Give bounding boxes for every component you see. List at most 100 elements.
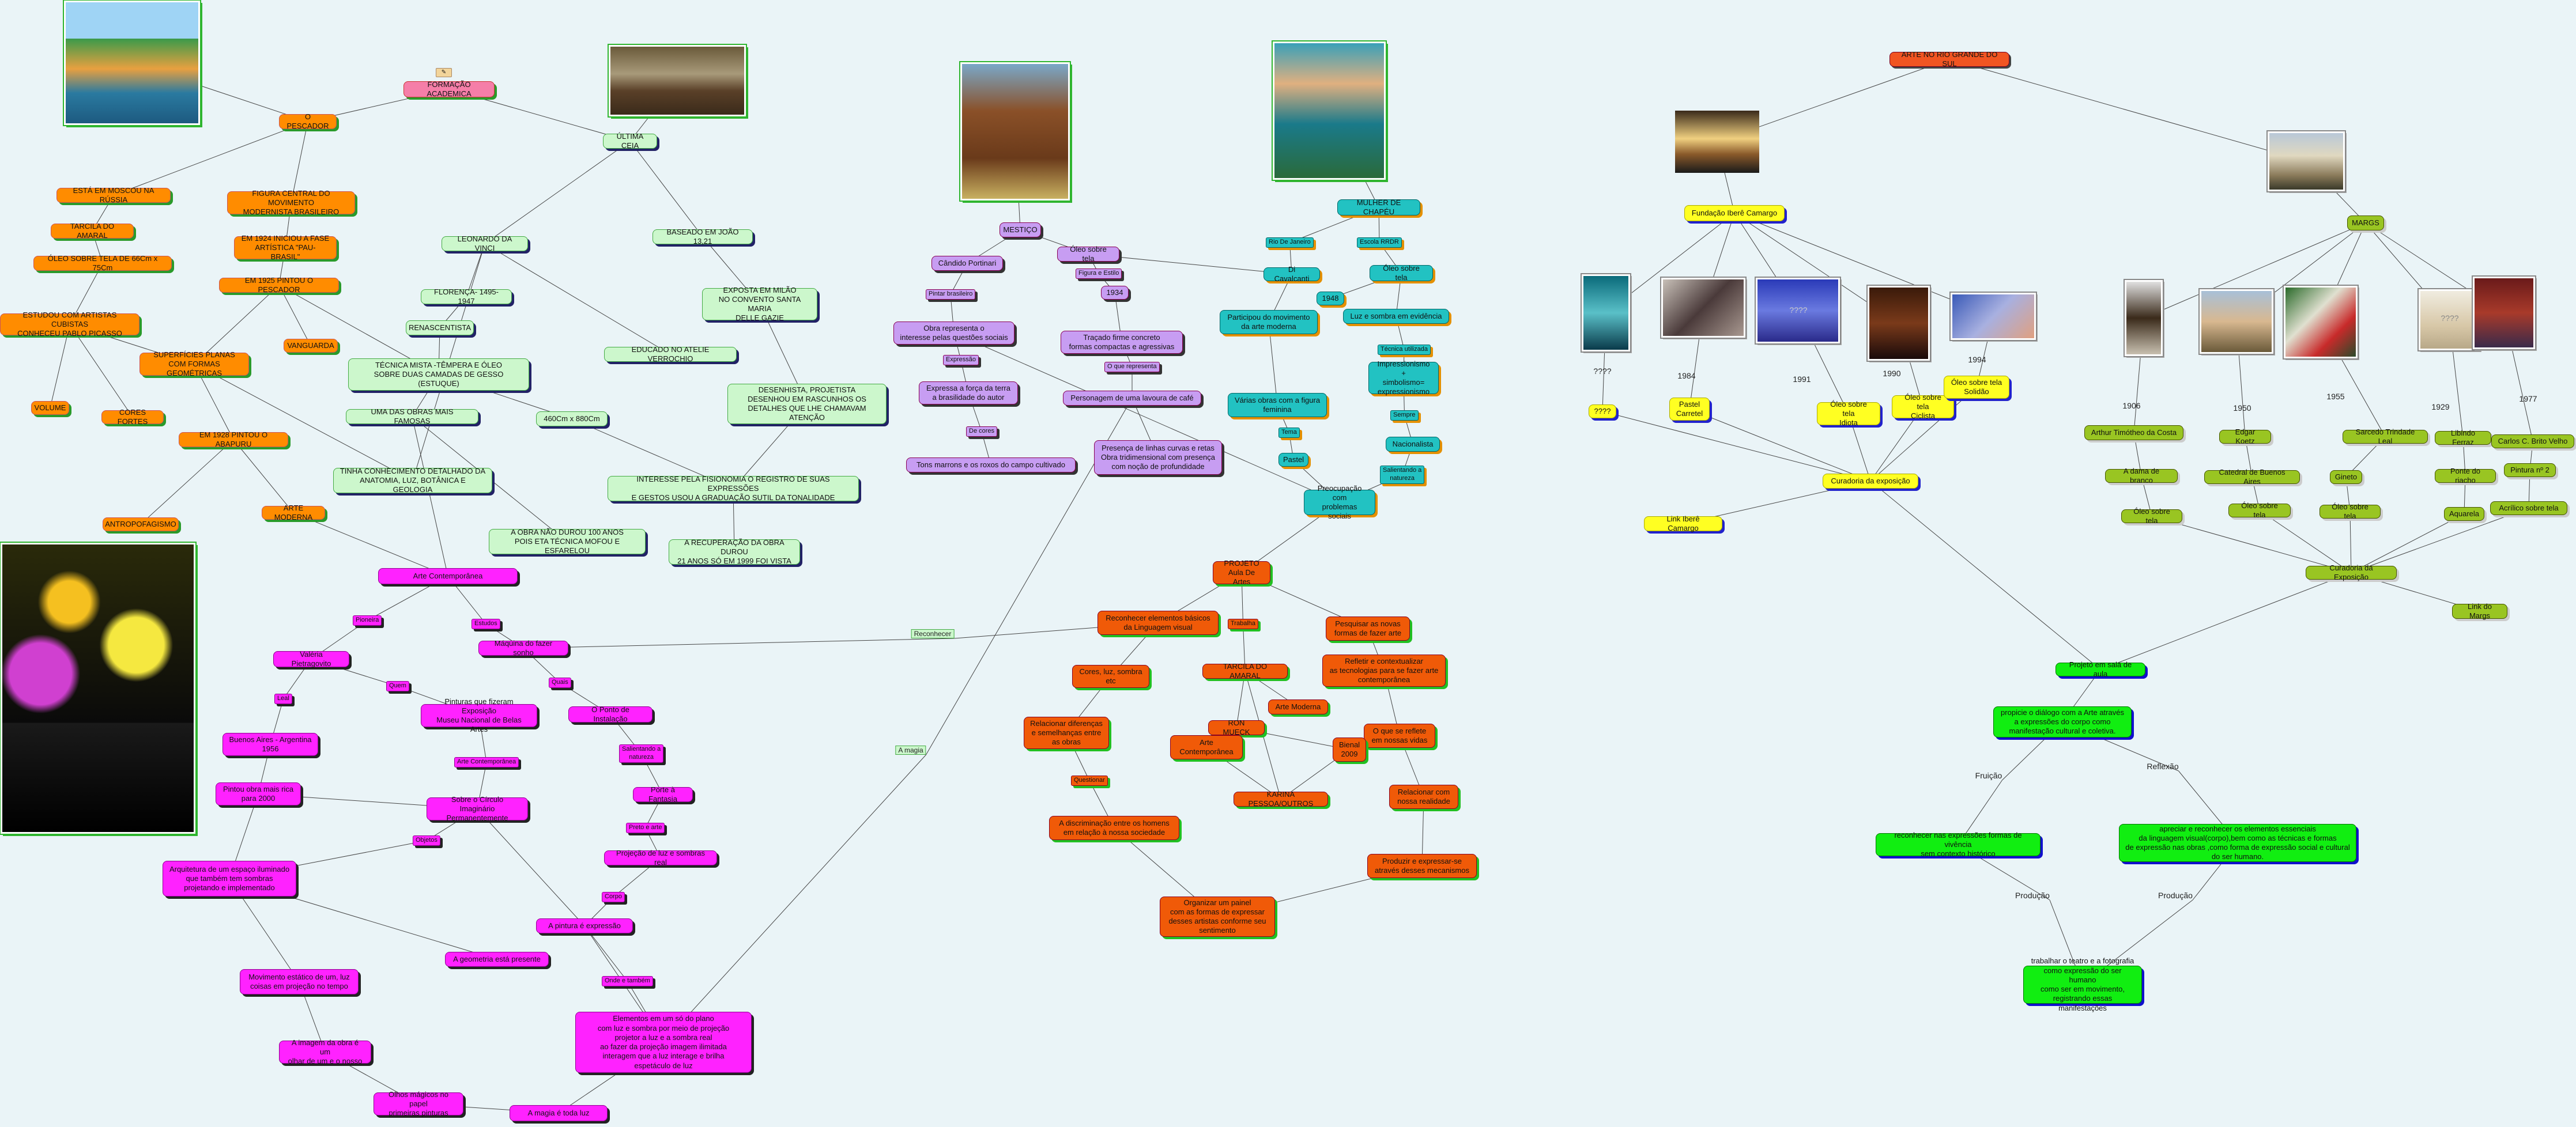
node-em-1928[interactable]: EM 1928 PINTOU O ABAPURU — [179, 430, 288, 448]
node-tarcila-do-amaral[interactable]: TARCILA DO AMARAL — [51, 222, 134, 240]
node-maquina-sonho[interactable]: Máquina do fazer sonho — [478, 639, 568, 657]
node-exposta[interactable]: EXPOSTA EM MILÃO NO CONVENTO SANTA MARIA… — [702, 286, 817, 322]
node-figura-central[interactable]: FIGURA CENTRAL DO MOVIMENTO MODERNISTA B… — [227, 189, 355, 216]
node-tarcila2[interactable]: TARCILA DO AMARAL — [1202, 662, 1288, 680]
node-pinturas-museu[interactable]: Pinturas que fizeram Exposição Museu Nac… — [421, 697, 537, 733]
painting-mestico-thumbnail[interactable] — [959, 61, 1071, 202]
node-reconhecer[interactable]: Reconhecer elementos básicos da Linguage… — [1097, 611, 1219, 635]
node-nacionalista[interactable]: Nacionalista — [1386, 437, 1440, 452]
node-oleo-tela-66[interactable]: ÓLEO SOBRE TELA DE 66Cm x 75Cm — [33, 254, 172, 272]
node-arte-moderna2[interactable]: Arte Moderna — [1268, 699, 1328, 714]
node-oleo-tela-di[interactable]: Óleo sobre tela — [1370, 264, 1433, 282]
photo-margs-thumbnail[interactable] — [2266, 130, 2346, 192]
node-organizar[interactable]: Organizar um painel com as formas de exp… — [1160, 897, 1275, 937]
node-geometria[interactable]: A geometria está presente — [445, 952, 549, 967]
node-projeto[interactable]: PROJETO Aula De Artes — [1213, 559, 1270, 586]
node-bienal[interactable]: Bienal 2009 — [1333, 738, 1366, 762]
node-mestico[interactable]: MESTIÇO — [1000, 222, 1041, 237]
node-cores-luz[interactable]: Cores, luz, sombra etc — [1072, 665, 1149, 688]
painting-ibere-1-thumbnail[interactable] — [1581, 273, 1631, 353]
node-fundacao[interactable]: Fundação Iberê Camargo — [1684, 205, 1785, 221]
painting-catedral-thumbnail[interactable] — [2198, 288, 2275, 355]
node-educado[interactable]: EDUCADO NO ATELIE VERROCHIO — [604, 345, 737, 363]
node-projeto-sala[interactable]: Projeto em sala de aula — [2055, 660, 2145, 678]
node-tracado[interactable]: Traçado firme concreto formas compactas … — [1061, 331, 1183, 354]
node-libindo[interactable]: Libindo Ferraz — [2435, 429, 2491, 447]
node-pesquisar[interactable]: Pesquisar as novas formas de fazer arte — [1326, 617, 1410, 641]
painting-o-pescador-thumbnail[interactable] — [63, 0, 201, 126]
node-imagem-obra[interactable]: A imagem da obra é um olhar de um e o no… — [279, 1038, 371, 1065]
node-varias-obras[interactable]: Várias obras com a figura feminina — [1228, 393, 1327, 417]
node-tinha-conhecimento[interactable]: TINHA CONHECIMENTO DETALHADO DA ANATOMIA… — [333, 467, 492, 494]
node-ultima-ceia[interactable]: ÚLTIMA CEIA — [603, 132, 657, 150]
node-arthur[interactable]: Arthur Timótheo da Costa — [2084, 425, 2183, 440]
node-o-que-se-reflete[interactable]: O que se reflete em nossas vidas — [1364, 724, 1435, 748]
node-obra-100[interactable]: A OBRA NÃO DUROU 100 ANOS POIS ETA TÉCNI… — [489, 528, 646, 555]
node-volume[interactable]: VOLUME — [31, 401, 69, 415]
node-oleo-tela-mest[interactable]: Óleo sobre tela — [1057, 245, 1119, 263]
node-oleo-ciclista[interactable]: Óleo sobre tela Ciclista — [1892, 393, 1954, 420]
node-esta-moscou[interactable]: ESTÁ EM MOSCOU NA RÚSSIA — [56, 186, 171, 204]
node-ponte[interactable]: Ponte do riacho — [2435, 467, 2496, 485]
node-antropofagismo[interactable]: ANTROPOFAGISMO — [103, 517, 179, 531]
node-movimento[interactable]: Movimento estático de um, luz coisas em … — [240, 969, 359, 994]
node-florenca[interactable]: FLORENÇA- 1495-1947 — [421, 288, 512, 305]
node-dim-460[interactable]: 460Cm x 880Cm — [536, 411, 608, 426]
node-oleo-sarcedo[interactable]: Óleo sobre tela — [2319, 502, 2381, 520]
painting-gineto-thumbnail[interactable] — [2283, 285, 2359, 360]
painting-ultima-ceia-thumbnail[interactable] — [608, 44, 747, 118]
painting-arthur-thumbnail[interactable] — [2124, 279, 2164, 357]
node-a-magia-toda-luz[interactable]: A magia é toda luz — [510, 1105, 608, 1121]
node-oleo-edgar[interactable]: Óleo sobre tela — [2228, 501, 2291, 519]
node-leonardo[interactable]: LEONARDO DA VINCI — [442, 235, 528, 252]
node-em-1925[interactable]: EM 1925 PINTOU O PESCADOR — [219, 276, 339, 294]
node-qqq[interactable]: ???? — [1589, 404, 1616, 418]
photo-fundacao-ibere-thumbnail[interactable] — [1675, 111, 1759, 173]
node-valeria[interactable]: Valéria Pietragovito — [273, 650, 349, 668]
node-ano-1934[interactable]: 1934 — [1101, 286, 1129, 300]
node-pastel[interactable]: Pastel — [1278, 453, 1308, 467]
node-aquarela[interactable]: Aquarela — [2444, 507, 2484, 521]
node-baseado[interactable]: BASEADO EM JOÃO 13,21 — [653, 228, 753, 245]
node-obra-representa[interactable]: Obra representa o interesse pelas questõ… — [893, 322, 1014, 345]
node-renascentista[interactable]: RENASCENTISTA — [406, 320, 474, 335]
node-tons-marrons[interactable]: Tons marrons e os roxos do campo cultiva… — [906, 457, 1076, 472]
node-link-ibere[interactable]: Link Iberê Camargo — [1644, 515, 1722, 532]
node-acrilico[interactable]: Acrílico sobre tela — [2490, 501, 2567, 515]
node-ano-1948[interactable]: 1948 — [1317, 292, 1344, 305]
node-mulher-chapeu[interactable]: MULHER DE CHAPÉU — [1337, 198, 1420, 216]
node-reconhecer-expr[interactable]: reconhecer nas expressões formas de vivê… — [1876, 831, 2041, 858]
note-marker-icon[interactable]: ✎ — [436, 68, 452, 77]
node-ron-mueck[interactable]: RON MUECK — [1208, 718, 1265, 736]
node-a-discriminacao[interactable]: A discriminação entre os homens em relaç… — [1049, 816, 1179, 840]
node-o-pescador[interactable]: O PESCADOR — [279, 112, 337, 130]
node-preocupacao[interactable]: Preocupação com problemas sociais — [1304, 484, 1375, 520]
node-oleo-idiota[interactable]: Óleo sobre tela Idiota — [1817, 400, 1880, 427]
node-di-cavalcanti[interactable]: Di Cavalcanti — [1264, 265, 1320, 283]
node-a-pintura[interactable]: A pintura é expressão — [536, 918, 633, 933]
node-impressionismo[interactable]: Impressionismo + simbolismo= expressioni… — [1368, 360, 1439, 396]
node-catedral[interactable]: Catedral de Buenos Aires — [2204, 468, 2300, 486]
node-porte-fantasia[interactable]: Porte à Fantasia — [633, 785, 693, 803]
node-candido[interactable]: Cândido Portinari — [931, 256, 1003, 271]
node-estudou[interactable]: ESTUDOU COM ARTISTAS CUBISTAS CONHECEU P… — [0, 311, 139, 338]
node-formacao-academica[interactable]: FORMAÇÃO ACADEMICA — [403, 80, 495, 98]
node-trabalhar[interactable]: trabalhar o teatro e a fotografia como e… — [2023, 956, 2142, 1012]
node-olhos-magicos[interactable]: Olhos mágicos no papel primeiras pintura… — [374, 1090, 463, 1117]
node-link-margs[interactable]: Link do Margs — [2452, 602, 2507, 620]
node-curadoria2[interactable]: Curadoria da Exposição — [2306, 564, 2397, 581]
painting-mulher-chapeu-thumbnail[interactable] — [1272, 40, 1387, 181]
node-a-dama[interactable]: A dama de branco — [2105, 467, 2178, 485]
node-refletir[interactable]: Refletir e contextualizar as tecnologias… — [1322, 655, 1446, 687]
node-projecao-luz[interactable]: Projeção de luz e sombras real — [604, 849, 717, 867]
node-personagem[interactable]: Personagem de uma lavoura de café — [1063, 391, 1201, 406]
node-participou[interactable]: Participou do movimento da arte moderna — [1220, 310, 1318, 334]
node-o-ponto[interactable]: O Ponto de Instalação — [568, 705, 653, 723]
node-relacionar-nossa[interactable]: Relacionar com nossa realidade — [1389, 785, 1458, 809]
node-interesse[interactable]: INTERESSE PELA FISIONOMIA O REGISTRO DE … — [608, 475, 859, 502]
node-oleo-solidao[interactable]: Óleo sobre tela Solidão — [1944, 376, 2009, 399]
painting-ibere-idiota-thumbnail[interactable] — [1755, 277, 1841, 345]
node-carlos[interactable]: Carlos C. Brito Velho — [2491, 434, 2574, 448]
node-luz-sombra[interactable]: Luz e sombra em evidência — [1343, 309, 1449, 324]
node-elementos-grandes[interactable]: Elementos em um só do plano com luz e so… — [575, 1012, 752, 1073]
